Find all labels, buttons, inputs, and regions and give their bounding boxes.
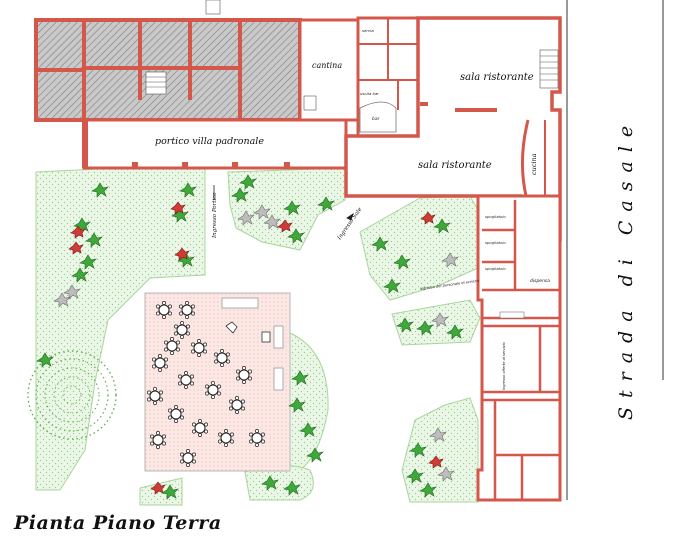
tree-crown	[27, 350, 117, 440]
label-cantina: cantina	[312, 61, 342, 70]
street-name: Strada di Casale	[617, 117, 637, 420]
label-portico: portico villa padronale	[155, 136, 264, 147]
label-sala-ristorante-1: sala ristorante	[460, 72, 534, 83]
street-edge	[566, 0, 664, 500]
building	[34, 0, 562, 502]
garden-lawns	[35, 165, 486, 506]
label-ingresso-portico: Ingresso Portico	[212, 192, 218, 239]
label-spogliatoio-2: spogliatoio	[485, 240, 506, 245]
label-cucina: cucina	[530, 153, 538, 175]
label-servizi: servizi	[362, 28, 375, 33]
label-ingresso-sale: Ingresso Sale	[336, 206, 364, 242]
label-spogliatoio-3: spogliatoio	[485, 266, 506, 271]
label-bar: bar	[372, 116, 381, 122]
lawn-island	[287, 331, 329, 471]
street-label: Strada di Casale	[617, 117, 637, 420]
label-sala-ristorante-2: sala ristorante	[418, 160, 492, 171]
dining-terrace	[144, 292, 291, 472]
label-ingresso-side: ingresso offerte di servizio	[502, 341, 506, 390]
label-uscita-bar: uscita bar	[360, 91, 379, 96]
label-spogliatoio-1: spogliatoio	[485, 214, 506, 219]
lawn-bottom-right	[401, 397, 479, 503]
entrance-arrows	[213, 185, 483, 289]
plan-title: Pianta Piano Terra	[14, 512, 222, 534]
label-dispensa: dispensa	[530, 278, 550, 284]
